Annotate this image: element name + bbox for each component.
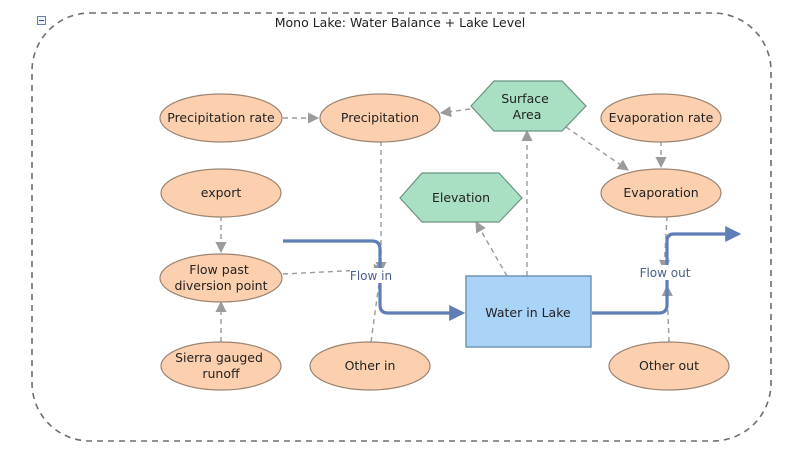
- node-evaporation[interactable]: Evaporation: [600, 168, 722, 218]
- collapse-toggle-icon[interactable]: [37, 16, 46, 25]
- link-surface-to-evap: [565, 126, 629, 171]
- flow-in-label[interactable]: Flow in: [350, 269, 392, 283]
- node-label-line1: Surface: [501, 91, 549, 106]
- node-label-line2: Area: [513, 107, 542, 122]
- node-label-line2: diversion point: [174, 278, 267, 293]
- node-label-line2: runoff: [202, 366, 240, 381]
- svg-text:Water in Lake: Water in Lake: [485, 305, 571, 320]
- node-precipitation[interactable]: Precipitation: [319, 93, 441, 143]
- node-label: Other out: [639, 358, 699, 373]
- node-other-out[interactable]: Other out: [608, 341, 730, 391]
- node-label: Water in Lake: [485, 305, 571, 320]
- svg-text:Elevation: Elevation: [432, 190, 490, 205]
- node-flow-past-diversion-point[interactable]: Flow past diversion point: [159, 253, 283, 303]
- node-label-line1: Sierra gauged: [175, 350, 263, 365]
- node-label: export: [201, 185, 242, 200]
- svg-text:Other in: Other in: [345, 358, 396, 373]
- link-lake-to-elevation: [475, 221, 508, 277]
- node-sierra-gauged-runoff[interactable]: Sierra gauged runoff: [160, 341, 282, 391]
- diagram-title: Mono Lake: Water Balance + Lake Level: [275, 15, 526, 30]
- svg-text:Flow past diversion poin: Flow past diversion point: [174, 262, 267, 293]
- svg-text:Other out: Other out: [639, 358, 699, 373]
- svg-text:Surface Area: Surface Area: [501, 91, 553, 122]
- node-surface-area[interactable]: Surface Area: [470, 80, 587, 132]
- node-evaporation-rate[interactable]: Evaporation rate: [600, 93, 722, 143]
- svg-text:Evaporation: Evaporation: [623, 185, 698, 200]
- node-label: Elevation: [432, 190, 490, 205]
- svg-text:export: export: [201, 185, 242, 200]
- svg-text:Sierra gauged runoff: Sierra gauged runoff: [175, 350, 267, 381]
- svg-text:Precipitation rate: Precipitation rate: [167, 110, 275, 125]
- svg-text:Evaporation rate: Evaporation rate: [609, 110, 714, 125]
- stock-water-in-lake[interactable]: Water in Lake: [465, 275, 592, 348]
- node-label: Other in: [345, 358, 396, 373]
- node-label-line1: Flow past: [189, 262, 249, 277]
- node-label: Evaporation: [623, 185, 698, 200]
- link-surface-to-precip: [439, 106, 471, 118]
- node-label: Evaporation rate: [609, 110, 714, 125]
- node-elevation[interactable]: Elevation: [399, 172, 523, 223]
- svg-text:Precipitation: Precipitation: [341, 110, 419, 125]
- node-precipitation-rate[interactable]: Precipitation rate: [159, 93, 283, 143]
- group-frame: [31, 12, 772, 442]
- node-export[interactable]: export: [160, 168, 282, 218]
- node-label: Precipitation rate: [167, 110, 275, 125]
- info-links: [215, 106, 673, 343]
- flow-out-label[interactable]: Flow out: [640, 266, 691, 280]
- node-other-in[interactable]: Other in: [309, 341, 431, 391]
- node-label: Precipitation: [341, 110, 419, 125]
